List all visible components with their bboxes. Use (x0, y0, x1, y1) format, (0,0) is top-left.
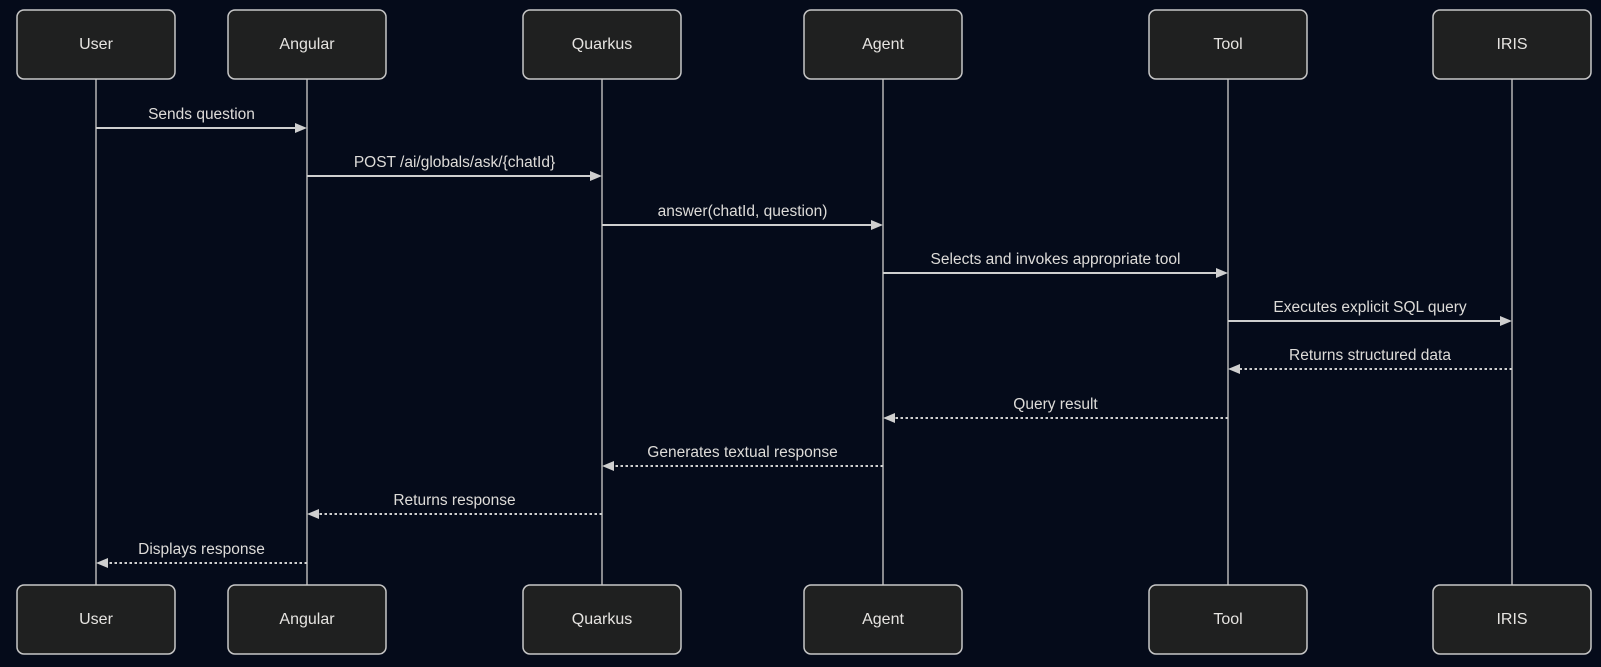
message-label-angular-quarkus: POST /ai/globals/ask/{chatId} (354, 154, 555, 171)
message-arrowhead-tool-iris (1500, 316, 1512, 326)
message-arrowhead-user-angular (295, 123, 307, 133)
message-label-angular-user: Displays response (138, 541, 265, 558)
actor-label-top-quarkus: Quarkus (572, 36, 632, 53)
message-label-agent-tool: Selects and invokes appropriate tool (931, 251, 1181, 268)
actor-box-bottom-quarkus (522, 584, 682, 655)
message-arrowhead-angular-user (96, 558, 108, 568)
actor-box-bottom-agent (803, 584, 963, 655)
actor-label-bottom-user: User (79, 611, 113, 628)
actor-label-top-iris: IRIS (1496, 36, 1527, 53)
actor-box-top-angular (227, 9, 387, 80)
actor-label-top-user: User (79, 36, 113, 53)
actor-label-bottom-iris: IRIS (1496, 611, 1527, 628)
message-arrowhead-agent-tool (1216, 268, 1228, 278)
message-label-user-angular: Sends question (148, 106, 255, 123)
actor-box-bottom-tool (1148, 584, 1308, 655)
message-arrowhead-quarkus-agent (871, 220, 883, 230)
message-arrowhead-agent-quarkus (602, 461, 614, 471)
actor-box-bottom-user (16, 584, 176, 655)
message-label-iris-tool: Returns structured data (1289, 347, 1451, 364)
actor-label-top-agent: Agent (862, 36, 904, 53)
actor-box-bottom-angular (227, 584, 387, 655)
message-arrowhead-tool-agent (883, 413, 895, 423)
message-arrowhead-quarkus-angular (307, 509, 319, 519)
actor-box-top-iris (1432, 9, 1592, 80)
message-label-tool-agent: Query result (1013, 396, 1098, 413)
message-arrowhead-iris-tool (1228, 364, 1240, 374)
actor-label-top-tool: Tool (1213, 36, 1242, 53)
actor-label-bottom-angular: Angular (279, 611, 335, 628)
actor-box-top-tool (1148, 9, 1308, 80)
message-label-tool-iris: Executes explicit SQL query (1273, 299, 1467, 316)
actor-box-top-agent (803, 9, 963, 80)
message-arrowhead-angular-quarkus (590, 171, 602, 181)
message-label-agent-quarkus: Generates textual response (647, 444, 837, 461)
actor-box-top-user (16, 9, 176, 80)
actor-label-bottom-agent: Agent (862, 611, 904, 628)
message-label-quarkus-angular: Returns response (393, 492, 515, 509)
actor-label-bottom-tool: Tool (1213, 611, 1242, 628)
actor-label-bottom-quarkus: Quarkus (572, 611, 632, 628)
actor-box-top-quarkus (522, 9, 682, 80)
actor-label-top-angular: Angular (279, 36, 335, 53)
actor-box-bottom-iris (1432, 584, 1592, 655)
message-label-quarkus-agent: answer(chatId, question) (658, 203, 828, 220)
